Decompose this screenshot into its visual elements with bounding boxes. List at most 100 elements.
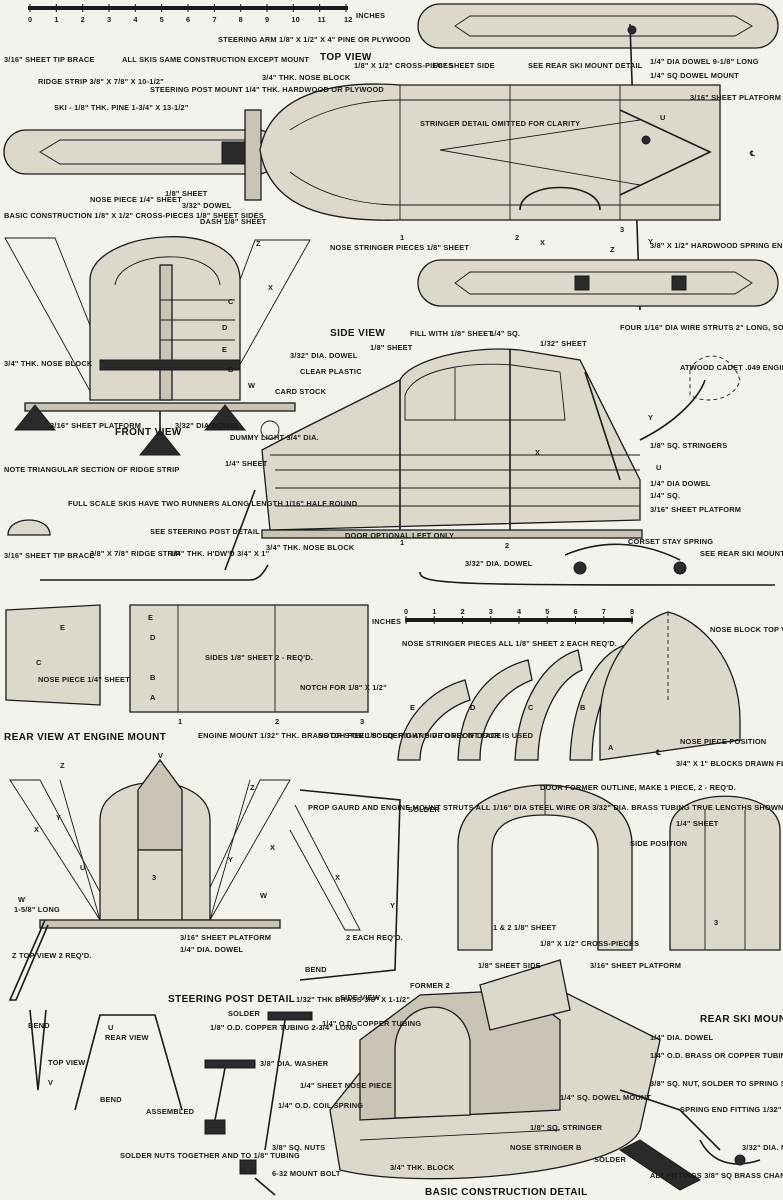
note-two-each: 2 EACH REQ'D.	[346, 933, 403, 942]
mark-c-part: C	[528, 703, 534, 712]
nose-piece-part	[5, 604, 101, 706]
mark-y-side: Y	[648, 413, 653, 422]
mark-b-part: B	[580, 703, 586, 712]
rear-w-wire	[8, 919, 49, 1001]
rear-wire-v	[59, 779, 251, 921]
ski-lower-mount-a	[574, 275, 590, 291]
note-wire-struts: FOUR 1/16" DIA WIRE STRUTS 2" LONG, SOLD…	[620, 323, 783, 332]
note-tip-brace-side: 3/16" SHEET TIP BRACE	[4, 551, 95, 560]
mark-u-top: U	[660, 113, 666, 122]
note-sheet-side-top: 1/8" SHEET SIDE	[432, 61, 495, 70]
mark-z-rear: Z	[60, 761, 65, 770]
z-top-view-title: Z TOP VIEW 2 REQ'D.	[12, 951, 92, 960]
note-washer: 3/8" DIA. WASHER	[260, 1059, 329, 1068]
side-hull-outline	[261, 348, 641, 531]
note-dowel-3-32-front: 3/32" DOWEL	[182, 201, 232, 210]
ruler-tick-label: 7	[212, 15, 216, 24]
note-cross-pieces-top: 1/8" X 1/2" CROSS-PIECES	[354, 61, 453, 70]
mark-d-sides: D	[150, 633, 156, 642]
note-cross-basic: 1/8" X 1/2" CROSS-PIECES	[540, 939, 639, 948]
front-canopy-arch	[114, 256, 221, 286]
mark-x2-rear: X	[270, 843, 275, 852]
hull-top-engine-struts	[619, 109, 712, 196]
top-right-ski	[417, 3, 779, 311]
note-platform-top: 3/16" SHEET PLATFORM 5" X 17-3/8"	[690, 93, 783, 102]
dummy-light	[260, 420, 280, 440]
note-w-long: 1-5/8" LONG	[14, 905, 60, 914]
brass-arm	[267, 1011, 313, 1021]
note-sq-quarter-b: 1/4" SQ.	[650, 491, 680, 500]
ruler-tick-label: 8	[630, 607, 634, 616]
note-assembled: ASSEMBLED	[146, 1107, 195, 1116]
note-sheet-quarter-side: 1/4" SHEET	[225, 459, 268, 468]
note-brass-steer: 1/32" THK BRASS 3/8" X 1-1/2"	[296, 995, 410, 1004]
hull-top-cross-struts	[439, 119, 641, 186]
note-door-former: DOOR FORMER OUTLINE, MAKE 1 PIECE, 2 - R…	[540, 783, 736, 792]
solder-nuts	[204, 1119, 226, 1135]
note-platform-side: 3/16" SHEET PLATFORM	[650, 505, 741, 514]
mark-x-top: X	[540, 238, 545, 247]
side-rear-strut	[584, 371, 621, 481]
ruler-tick-label: 6	[574, 607, 578, 616]
ski-lower-ridge	[454, 271, 753, 295]
rear-ski-mount-b	[673, 561, 687, 575]
mark-y-prop: Y	[390, 901, 395, 910]
mark-d-part: D	[470, 703, 476, 712]
ski-lower-body	[417, 259, 779, 307]
top-centerline-mark: ℄	[749, 149, 755, 158]
side-position-block	[669, 795, 781, 951]
steering-post-detail	[29, 1009, 313, 1196]
note-spring-end: SPRING END FITTING 1/32" THK. BRASS 3/8"…	[680, 1105, 783, 1114]
note-nose-block-side: 3/4" THK. NOSE BLOCK	[266, 543, 355, 552]
ruler-tick-label: 4	[133, 15, 138, 24]
note-bend-bottom: BEND	[100, 1095, 122, 1104]
note-steering-post-mount: STEERING POST MOUNT 1/4" THK. HARDWOOD O…	[150, 85, 384, 94]
lower-right-ski	[417, 259, 779, 307]
mark-x-prop: X	[335, 873, 340, 882]
note-dowel-rsm: 1/4" DIA. DOWEL	[650, 1033, 713, 1042]
nose-stringers-top	[289, 99, 401, 206]
note-ridge-strip-side: 3/8" X 7/8" RIDGE STRIP	[90, 549, 180, 558]
note-sq-stringers: 1/8" SQ. STRINGERS	[650, 441, 727, 450]
note-former-12: 1 & 2 1/8" SHEET	[493, 923, 557, 932]
parts-row	[5, 604, 741, 761]
note-fill-sheet: FILL WITH 1/8" SHEET	[410, 329, 493, 338]
rear-ski-mount-a	[573, 561, 587, 575]
note-former2: FORMER 2	[410, 981, 450, 990]
note-nose-block-topview: NOSE BLOCK TOP VIEW 3/4" THK.	[710, 625, 783, 634]
mark-x-side: X	[535, 448, 540, 457]
mount-bolt	[254, 1177, 276, 1196]
basic-side-sheet	[479, 959, 571, 1031]
note-brass-tube-rsm: 1/4" O.D. BRASS OR COPPER TUBING	[650, 1051, 783, 1060]
note-nose-piece-position: NOSE PIECE POSITION	[680, 737, 766, 746]
note-engine: ATWOOD CADET .049 ENGINE	[680, 363, 783, 372]
mark-u-rear: U	[80, 863, 86, 872]
side-platform	[261, 529, 643, 539]
note-prop-guard: PROP GAURD AND ENGINE MOUNT STRUTS ALL 1…	[308, 803, 783, 812]
note-engine-mount: ENGINE MOUNT 1/32" THK. BRASS OR STEEL S…	[198, 731, 501, 740]
note-nose-piece-part: NOSE PIECE 1/4" SHEET	[38, 675, 130, 684]
note-dowel-top: 1/4" DIA DOWEL 9-1/8" LONG	[650, 57, 759, 66]
note-full-scale-skis: FULL SCALE SKIS HAVE TWO RUNNERS ALONG L…	[68, 499, 358, 508]
note-sides-part: SIDES 1/8" SHEET 2 - REQ'D.	[205, 653, 313, 662]
note-coil-spring: 1/4" O.D. COIL SPRING	[278, 1101, 363, 1110]
note-sheet-front: 1/8" SHEET	[165, 189, 208, 198]
rear-view-small-title: REAR VIEW	[105, 1033, 149, 1042]
mark-e-front: E	[222, 345, 227, 354]
note-solder-rsm: SOLDER	[594, 1155, 626, 1164]
mark-a-sides: A	[150, 693, 156, 702]
mark-y-top: Y	[648, 237, 653, 246]
note-hardwood-spring: 3/8" X 1/2" HARDWOOD SPRING END MOUNT	[650, 241, 783, 250]
ruler-tick-label: 11	[318, 15, 326, 24]
note-steering-ref: SEE STEERING POST DETAIL	[150, 527, 260, 536]
note-dowel-dia-side: 3/32" DIA. DOWEL	[290, 351, 358, 360]
note-mount-bolt: 6-32 MOUNT BOLT	[272, 1169, 341, 1178]
front-view-title: FRONT VIEW	[115, 427, 182, 438]
front-left-ski-section	[13, 404, 57, 431]
note-copper-tubing-a: 1/8" O.D. COPPER TUBING 2-3/4" LONG	[210, 1023, 358, 1032]
note-solder-steer: SOLDER	[228, 1009, 260, 1018]
side-position-outline	[669, 795, 781, 951]
note-dowel-dia-front: 3/32" DIA DOWEL	[175, 421, 240, 430]
